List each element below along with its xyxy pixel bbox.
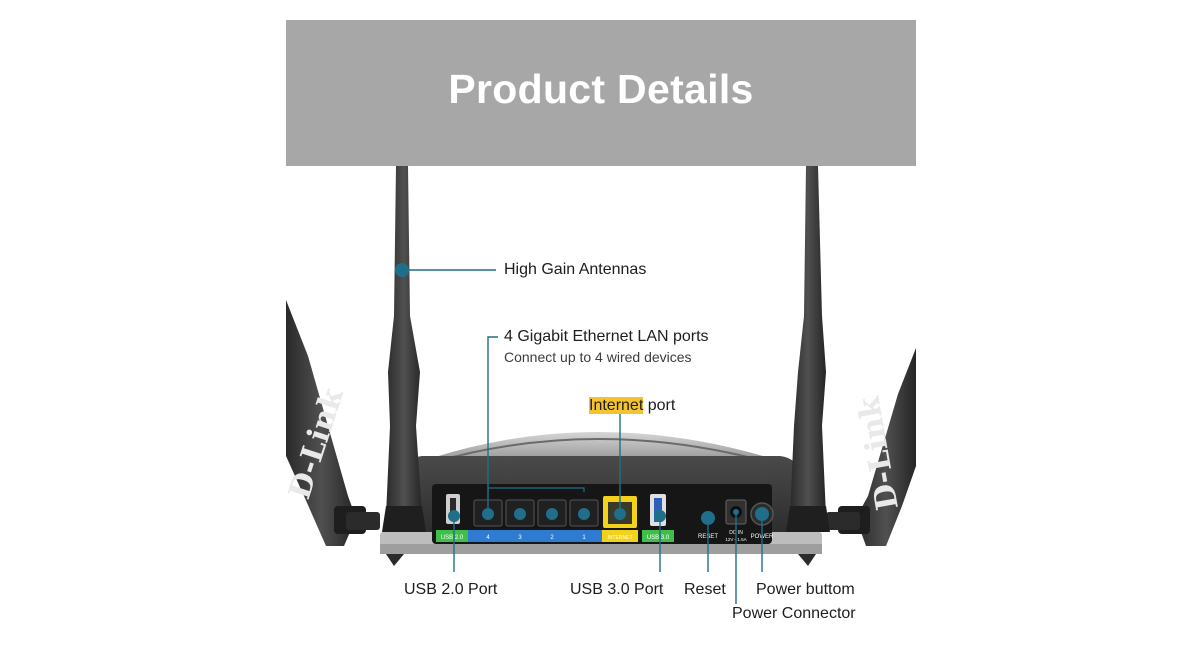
label-reset: Reset — [684, 581, 726, 598]
left-side-antenna: D-Link — [286, 300, 380, 546]
label-usb3-port: USB 3.0 Port — [570, 581, 664, 598]
callout-dot-icon — [654, 510, 666, 522]
internet-port-rest: port — [643, 397, 676, 414]
callout-dot-icon — [482, 508, 494, 520]
label-high-gain-antennas: High Gain Antennas — [504, 261, 647, 278]
panel-internet-label: INTERNET — [608, 535, 633, 541]
panel-lan-1: 1 — [582, 535, 586, 541]
panel-lan-4: 4 — [486, 535, 490, 541]
product-details-banner: Product Details — [286, 20, 916, 166]
callout-dot-icon — [395, 263, 409, 277]
right-side-antenna: D-Link — [826, 348, 916, 546]
callout-dot-icon — [614, 508, 626, 520]
label-usb2-port: USB 2.0 Port — [404, 581, 498, 598]
label-power-button: Power buttom — [756, 581, 855, 598]
panel-lan-3: 3 — [518, 535, 522, 541]
label-power-connector: Power Connector — [732, 605, 856, 622]
router-svg: D-Link D-Link — [286, 166, 916, 604]
callout-dot-icon — [701, 511, 715, 525]
panel-lan-2: 2 — [550, 535, 554, 541]
label-lan-ports-sub: Connect up to 4 wired devices — [504, 349, 692, 365]
callout-dot-icon — [448, 510, 460, 522]
router-illustration: D-Link D-Link — [286, 166, 916, 670]
callout-dot-icon — [578, 508, 590, 520]
label-lan-ports: 4 Gigabit Ethernet LAN ports — [504, 328, 709, 345]
label-internet-port: Internet port — [589, 397, 675, 415]
panel-usb3-label: USB 3.0 — [647, 535, 670, 541]
callout-dot-icon — [514, 508, 526, 520]
callout-dots — [395, 263, 769, 525]
page-title: Product Details — [448, 65, 754, 112]
panel-usb2-label: USB 2.0 — [441, 535, 464, 541]
left-front-antenna — [382, 166, 426, 532]
callout-dot-icon — [755, 507, 769, 521]
internet-highlight: Internet — [589, 397, 644, 414]
lan-bracket — [487, 487, 585, 492]
callout-dot-icon — [546, 508, 558, 520]
callout-dot-icon — [733, 509, 739, 515]
right-front-antenna — [786, 166, 830, 532]
